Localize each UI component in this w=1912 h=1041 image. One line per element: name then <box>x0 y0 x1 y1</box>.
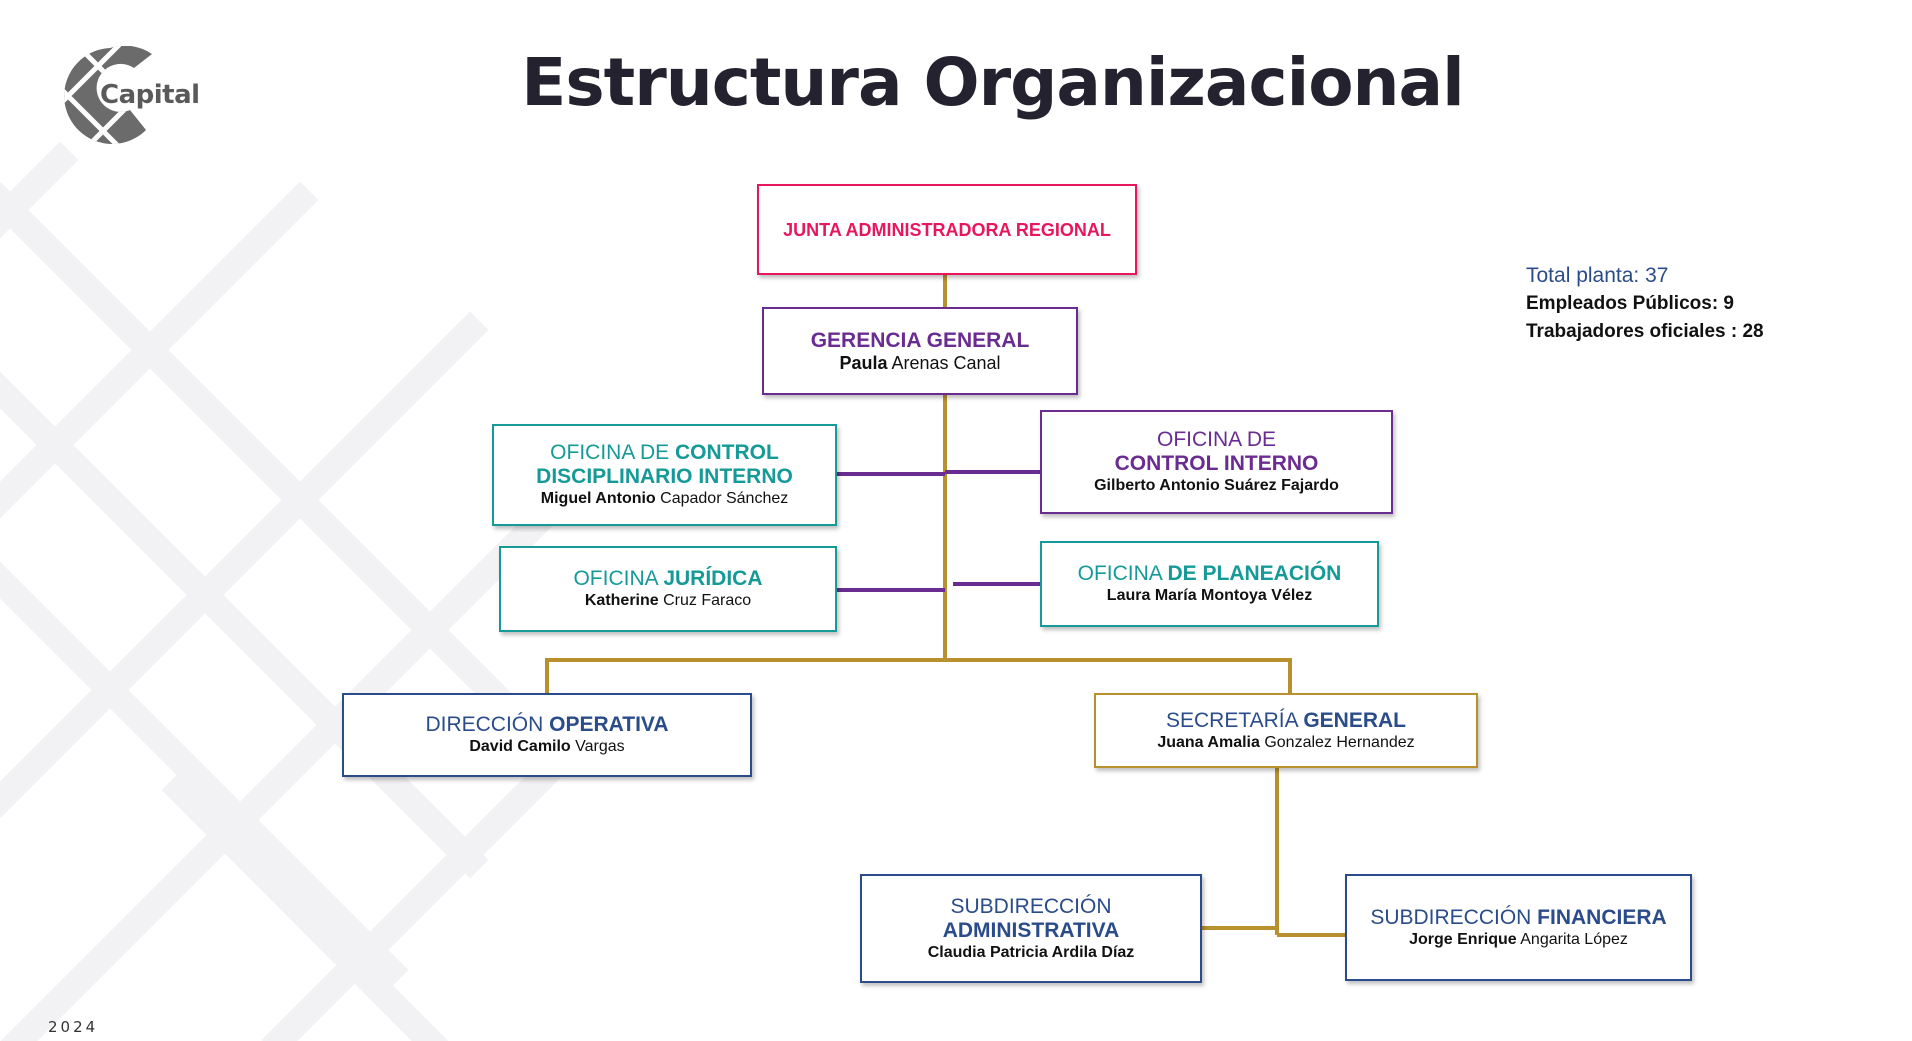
box-gerencia-general: GERENCIA GENERAL Paula Arenas Canal <box>762 307 1078 395</box>
box-title: SUBDIRECCIÓN FINANCIERA <box>1370 905 1667 929</box>
box-title: GERENCIA GENERAL <box>810 329 1030 352</box>
box-title: OFICINA DE <box>1156 428 1277 451</box>
box-title: JUNTA ADMINISTRADORA REGIONAL <box>783 219 1111 240</box>
box-person: Juana Amalia Gonzalez Hernandez <box>1157 733 1415 751</box>
box-title: SUBDIRECCIÓN <box>950 894 1112 918</box>
box-control-disciplinario: OFICINA DE CONTROL DISCIPLINARIO INTERNO… <box>492 424 837 526</box>
box-title: DIRECCIÓN OPERATIVA <box>425 713 669 736</box>
box-title: OFICINA JURÍDICA <box>573 567 763 590</box>
box-direccion-operativa: DIRECCIÓN OPERATIVA David Camilo Vargas <box>342 693 752 777</box>
box-person: Claudia Patricia Ardila Díaz <box>927 943 1135 961</box>
staff-stats: Total planta: 37 Empleados Públicos: 9 T… <box>1526 262 1764 346</box>
box-title-line2: DISCIPLINARIO INTERNO <box>536 465 793 488</box>
logo-text: Capital <box>100 80 200 110</box>
box-title-line2: ADMINISTRATIVA <box>942 918 1120 942</box>
box-title: OFICINA DE CONTROL <box>550 441 779 464</box>
box-title-line2: CONTROL INTERNO <box>1114 452 1319 475</box>
total-planta: Total planta: 37 <box>1526 264 1669 287</box>
box-secretaria-general: SECRETARÍA GENERAL Juana Amalia Gonzalez… <box>1094 693 1478 768</box>
year-label: 2024 <box>48 1018 99 1036</box>
box-person: Miguel Antonio Capador Sánchez <box>540 490 789 507</box>
trabajadores-oficiales: Trabajadores oficiales : 28 <box>1526 321 1764 342</box>
box-title: SECRETARÍA GENERAL <box>1166 708 1406 732</box>
box-control-interno: OFICINA DE CONTROL INTERNO Gilberto Anto… <box>1040 410 1393 514</box>
empleados-publicos: Empleados Públicos: 9 <box>1526 293 1734 314</box>
box-person: Katherine Cruz Faraco <box>584 592 752 609</box>
capital-logo-icon <box>64 46 153 144</box>
box-person: Gilberto Antonio Suárez Fajardo <box>1094 477 1339 494</box>
box-person: Jorge Enrique Angarita López <box>1409 930 1628 948</box>
box-person: Laura María Montoya Vélez <box>1106 587 1313 604</box>
box-oficina-juridica: OFICINA JURÍDICA Katherine Cruz Faraco <box>499 546 837 632</box>
box-subdireccion-administrativa: SUBDIRECCIÓN ADMINISTRATIVA Claudia Patr… <box>860 874 1202 983</box>
page-title: Estructura Organizacional <box>521 44 1464 121</box>
box-oficina-planeacion: OFICINA DE PLANEACIÓN Laura María Montoy… <box>1040 541 1379 627</box>
box-title: OFICINA DE PLANEACIÓN <box>1077 562 1342 585</box>
box-person: Paula Arenas Canal <box>839 353 1001 373</box>
box-subdireccion-financiera: SUBDIRECCIÓN FINANCIERA Jorge Enrique An… <box>1345 874 1692 981</box>
box-junta-administradora: JUNTA ADMINISTRADORA REGIONAL <box>757 184 1137 275</box>
box-person: David Camilo Vargas <box>469 738 625 755</box>
